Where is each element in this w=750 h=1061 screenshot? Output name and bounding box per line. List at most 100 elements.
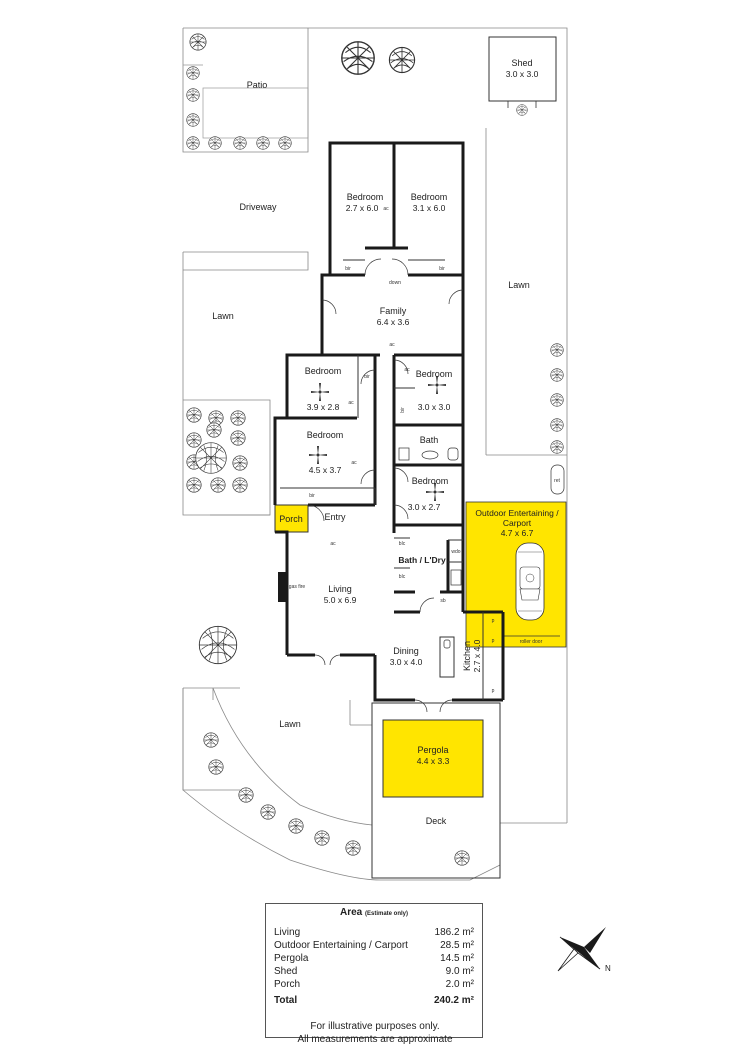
ac-label-5: ac [351, 460, 357, 466]
dining-dims: 3.0 x 4.0 [390, 657, 423, 667]
wdo-label: wdo [451, 549, 460, 555]
porch-label: Porch [279, 514, 303, 524]
bedroom-a-dims: 2.7 x 6.0 [346, 203, 379, 213]
patio-label: Patio [247, 80, 268, 90]
living-name: Living [328, 584, 352, 594]
sb-label: sb [440, 598, 446, 604]
lawn-south-label: Lawn [279, 719, 301, 729]
bir-label-4: bir [400, 407, 406, 413]
car-icon [515, 542, 545, 621]
family-dims: 6.4 x 3.6 [377, 317, 410, 327]
area-title: Area (Estimate only) [266, 907, 482, 918]
pergola-deck: Pergola 4.4 x 3.3 Deck [371, 702, 501, 879]
footnote: For illustrative purposes only. All meas… [250, 1020, 500, 1046]
ac-label-4: ac [404, 367, 410, 373]
lawn-west-label: Lawn [212, 311, 234, 321]
area-subtitle: (Estimate only) [365, 911, 409, 917]
area-row: Shed 9.0 m² [274, 966, 474, 979]
area-row: Pergola 14.5 m² [274, 953, 474, 966]
patio: Patio [183, 64, 309, 139]
living-dims: 5.0 x 6.9 [324, 595, 357, 605]
area-row: Outdoor Entertaining / Carport 28.5 m² [274, 940, 474, 953]
blc-label-2: blc [399, 574, 406, 580]
lawn-east-label: Lawn [508, 280, 530, 290]
fireplace [278, 572, 288, 602]
bedroom-d-name: Bedroom [416, 369, 453, 379]
ac-label-3: ac [348, 400, 354, 406]
bedroom-c-name: Bedroom [305, 366, 342, 376]
shed: Shed 3.0 x 3.0 [488, 36, 557, 108]
pantry-label-1: p [492, 618, 495, 624]
ac-label-6: ac [330, 541, 336, 547]
bedroom-c-dims: 3.9 x 2.8 [307, 402, 340, 412]
bedroom-f-name: Bedroom [412, 476, 449, 486]
bedroom-e-dims: 4.5 x 3.7 [309, 465, 342, 475]
fixtures [398, 447, 462, 649]
area-total-value: 240.2 m² [433, 995, 474, 1006]
deck-label: Deck [426, 816, 447, 826]
outdoor-name-line1: Outdoor Entertaining / [475, 508, 559, 518]
blc-label-1: blc [399, 541, 406, 547]
porch-fill [274, 504, 309, 533]
rainwater-tank: ret [550, 464, 565, 495]
kitchen-name: Kitchen [462, 641, 472, 671]
pergola-fill [382, 719, 484, 798]
shed-dims: 3.0 x 3.0 [506, 69, 539, 79]
pergola-name: Pergola [417, 745, 448, 755]
bath-name: Bath [420, 435, 439, 445]
area-row: Living 186.2 m² [274, 927, 474, 940]
driveway-label: Driveway [239, 202, 277, 212]
north-label: N [605, 964, 611, 973]
porch: Porch [274, 504, 309, 533]
door-swings [307, 258, 464, 713]
bedroom-a-name: Bedroom [347, 192, 384, 202]
footnote-line-1: For illustrative purposes only. [310, 1021, 440, 1032]
ac-label-1: ac [383, 206, 389, 212]
bedroom-b-name: Bedroom [411, 192, 448, 202]
inner-walls [280, 259, 484, 700]
area-row-label: Porch [274, 979, 301, 990]
outdoor-dims: 4.7 x 6.7 [501, 528, 534, 538]
ac-label-2: ac [389, 342, 395, 348]
area-row-value: 9.0 m² [445, 966, 474, 977]
landscape-edges [182, 687, 567, 881]
bedroom-e-name: Bedroom [307, 430, 344, 440]
dining-name: Dining [393, 646, 419, 656]
small-annotations: bir bir bir bir bir ac ac ac ac ac ac do… [309, 206, 494, 694]
area-row-value: 2.0 m² [445, 979, 474, 990]
area-row-label: Outdoor Entertaining / Carport [274, 940, 408, 951]
area-total-label: Total [274, 995, 298, 1006]
area-row-label: Living [274, 927, 301, 938]
kitchen-dims: 2.7 x 4.0 [472, 639, 482, 672]
bedroom-d-dims: 3.0 x 3.0 [418, 402, 451, 412]
entry-label: Entry [324, 512, 346, 522]
bir-label-3: bir [364, 374, 370, 380]
bedroom-b-dims: 3.1 x 6.0 [413, 203, 446, 213]
area-row-label: Shed [274, 966, 298, 977]
down-label: down [389, 280, 401, 286]
roller-door-label: roller door [520, 639, 543, 645]
area-row-value: 28.5 m² [440, 940, 474, 951]
ret-label: ret [554, 478, 560, 484]
room-labels: Bedroom 2.7 x 6.0 Bedroom 3.1 x 6.0 Fami… [212, 192, 530, 729]
pergola-dims: 4.4 x 3.3 [417, 756, 450, 766]
house-walls [273, 141, 505, 702]
area-row-value: 186.2 m² [434, 927, 474, 938]
bedroom-f-dims: 3.0 x 2.7 [408, 502, 441, 512]
area-total-row: Total 240.2 m² [274, 995, 474, 1008]
area-row: Porch 2.0 m² [274, 979, 474, 992]
area-row-label: Pergola [274, 953, 309, 964]
gas-fire-label: gas fire [289, 584, 306, 590]
bir-label-1: bir [345, 266, 351, 272]
bir-label-2: bir [439, 266, 445, 272]
pantry-label-3: p [492, 688, 495, 694]
bir-label-5: bir [309, 493, 315, 499]
north-arrow-icon: N [557, 927, 611, 973]
pantry-label-2: p [492, 638, 495, 644]
outdoor-name-line2: Carport [503, 518, 532, 528]
area-title-text: Area [339, 907, 363, 918]
shed-name: Shed [511, 58, 532, 68]
area-table: Area (Estimate only) Living 186.2 m² Out… [265, 903, 483, 1038]
area-row-value: 14.5 m² [440, 953, 474, 964]
